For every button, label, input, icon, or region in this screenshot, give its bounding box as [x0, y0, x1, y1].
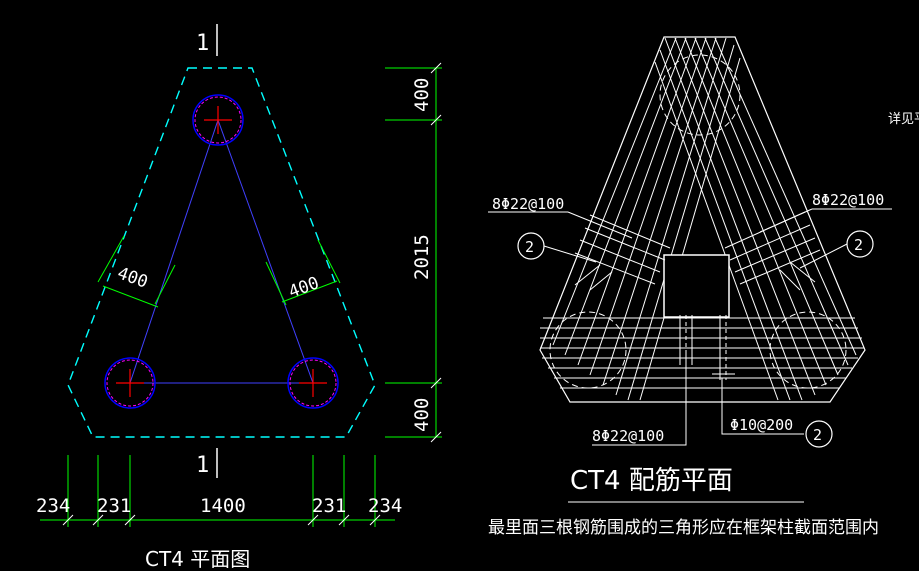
- label-stirrup: Φ10@200: [730, 416, 793, 434]
- dim-bottom-1: 234: [36, 495, 70, 517]
- dim-vertical-chain: [385, 62, 442, 443]
- pile-left-outline: [549, 311, 627, 389]
- axis-left-edge: [129, 119, 219, 384]
- bubble-right-text: 2: [854, 236, 863, 254]
- dim-bottom-3: 1400: [200, 495, 246, 517]
- bubble-right-leader: [799, 243, 848, 269]
- axis-right-edge: [217, 119, 314, 384]
- pile-bottom-right: [287, 357, 339, 409]
- column-section: [663, 254, 730, 318]
- bubble-left-leader: [543, 245, 597, 263]
- dim-ticks: [62, 514, 381, 526]
- rebar-hatch-right: [724, 211, 821, 291]
- dim-middle-text: 2015: [411, 234, 433, 280]
- leader-bottom-rebar: [592, 352, 687, 446]
- left-plan: 1: [36, 24, 442, 571]
- design-note: 最里面三根钢筋围成的三角形应在框架柱截面范围内: [488, 518, 879, 538]
- label-right-rebar: 8Φ22@100: [812, 191, 884, 209]
- dim-bottom-2: 231: [97, 495, 131, 517]
- section-mark-top: 1: [196, 31, 209, 56]
- bubble-left-text: 2: [525, 238, 534, 256]
- label-left-rebar: 8Φ22@100: [492, 195, 564, 213]
- reinforcement-title: CT4 配筋平面: [570, 466, 733, 496]
- pile-right-outline: [769, 311, 847, 389]
- dim-horizontal-chain: [40, 455, 395, 527]
- leader-right-rebar: [759, 208, 813, 233]
- bubble-bottom: [805, 420, 833, 448]
- pile-top-outline: [659, 54, 741, 136]
- dim-left-diagonal-text: 400: [115, 263, 151, 292]
- pile-cap-outline: [67, 67, 376, 438]
- leader-left-rebar: [567, 211, 633, 239]
- rebar-right-strip: [654, 37, 857, 401]
- leader-stirrup: [721, 378, 804, 435]
- label-bottom-rebar: 8Φ22@100: [592, 427, 664, 445]
- cap-outline-solid: [539, 36, 866, 403]
- pile-bottom-left: [104, 357, 156, 409]
- rebar-bottom-strip: [540, 317, 864, 389]
- rebar-hatch-left: [574, 214, 671, 291]
- dim-bottom-5: 234: [368, 495, 402, 517]
- dim-right-diagonal: [265, 239, 341, 306]
- dim-top-text: 400: [411, 78, 433, 112]
- dim-right-diagonal-text: 400: [286, 273, 322, 302]
- dim-left-diagonal: [97, 235, 176, 308]
- dim-bottom-4: 231: [312, 495, 346, 517]
- pile-top: [192, 94, 244, 146]
- side-note: 详见平: [888, 112, 919, 127]
- right-plan: 8Φ22@100 8Φ22@100 2 2 8Φ22@100 Φ10@200 2…: [488, 36, 919, 538]
- left-caption: CT4 平面图: [145, 547, 250, 571]
- dim-bottom-text: 400: [411, 398, 433, 432]
- rebar-vertical-ties: [679, 315, 735, 380]
- section-mark-bottom: 1: [196, 453, 209, 478]
- bubble-bottom-text: 2: [813, 426, 822, 444]
